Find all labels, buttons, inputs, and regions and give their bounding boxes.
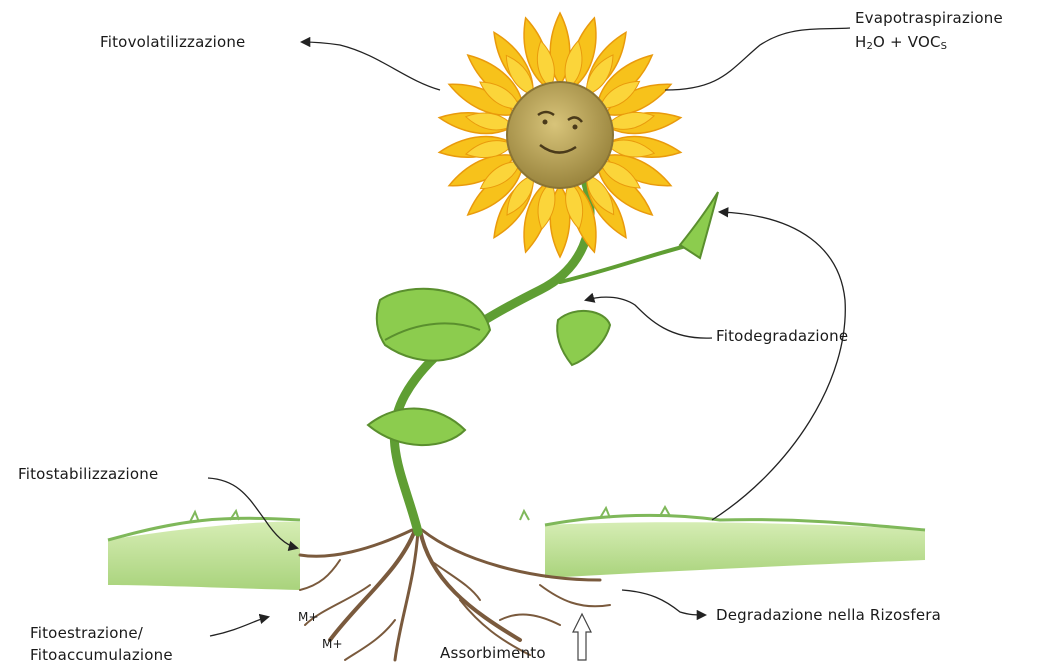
label-metal-ion-2: M+ (322, 637, 343, 651)
arrow-fitodegradazione-2 (712, 212, 845, 520)
arrow-evapotraspirazione (665, 28, 850, 90)
label-assorbimento: Assorbimento (440, 644, 546, 662)
label-fitovolatilizzazione: Fitovolatilizzazione (100, 33, 245, 51)
sunflower-center (507, 82, 613, 188)
arrow-fitoestrazione (210, 617, 268, 636)
label-fitoestrazione: Fitoestrazione/ (30, 624, 143, 642)
formula-voc-subscript: S (941, 41, 948, 52)
label-metal-ion-1: M+ (298, 610, 319, 624)
leaves (368, 192, 718, 445)
arrow-rizosfera (622, 590, 705, 615)
ground (108, 507, 925, 590)
arrow-fitovolatilizzazione (302, 42, 440, 90)
label-fitostabilizzazione: Fitostabilizzazione (18, 465, 158, 483)
label-degradazione-rizosfera: Degradazione nella Rizosfera (716, 606, 941, 624)
label-evapotraspirazione: Evapotraspirazione (855, 9, 1003, 27)
formula-h: H (855, 33, 866, 51)
formula-mid: O + VOC (873, 33, 941, 51)
label-h2o-vocs: H2O + VOCS (855, 33, 947, 52)
label-fitoaccumulazione: Fitoaccumulazione (30, 646, 173, 664)
assorbimento-arrow (573, 614, 591, 660)
label-fitodegradazione: Fitodegradazione (716, 327, 848, 345)
